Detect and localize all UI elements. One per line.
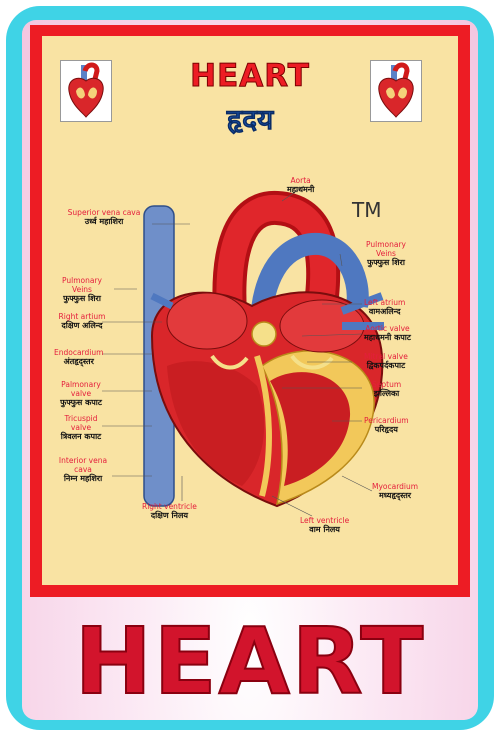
label-pv-left-en: Pulmonary Veins — [62, 276, 102, 294]
label-septum-hi: झल्लिका — [373, 389, 400, 398]
label-aortic-valve-hi: महाधमनी कपाट — [364, 333, 411, 342]
trademark-mark: TM — [352, 198, 382, 222]
heart-thumbnail-icon — [61, 61, 111, 121]
label-pericardium-en: Pericardium — [364, 416, 409, 425]
label-right-atrium-hi: दक्षिण अलिन्द — [61, 321, 103, 330]
label-tricuspid-en: Tricuspid valve — [64, 414, 98, 432]
label-endocardium-en: Endocardium — [54, 348, 104, 357]
label-endocardium-hi: अंतहृद्स्तर — [63, 357, 94, 366]
label-left-ventricle: Left ventricle वाम निलय — [300, 516, 349, 534]
label-right-atrium-en: Right artium — [58, 312, 106, 321]
label-myocardium: Myocardium मध्यहृद्स्तर — [372, 482, 418, 500]
label-pulmonary-valve-en: Palmonary valve — [61, 380, 101, 398]
label-pv-right-hi: फुफ्फुस शिरा — [367, 258, 405, 267]
heart-thumbnail-icon — [371, 61, 421, 121]
title-hindi: हृदय — [226, 103, 274, 137]
label-right-ventricle: Right ventricle दक्षिण निलय — [142, 502, 197, 520]
leader-lines — [102, 185, 373, 517]
label-pv-right-en: Pulmonary Veins — [366, 240, 406, 258]
label-left-atrium: Left atrium वामअलिन्द — [364, 298, 405, 316]
label-left-atrium-en: Left atrium — [364, 298, 406, 307]
chart-panel: HEART हृदय TM — [42, 36, 458, 585]
label-left-ventricle-en: Left ventricle — [300, 516, 350, 525]
label-aorta-en: Aorta — [290, 176, 311, 185]
label-aortic-valve-en: Aortic valve — [365, 324, 410, 333]
label-pericardium-hi: परिहृदय — [374, 425, 398, 434]
label-mitral-valve: Mitral valve द्विकपर्दकपाट — [364, 352, 408, 370]
label-pulmonary-valve: Palmonary valve फुफ्फुस कपाट — [56, 380, 106, 407]
label-right-ventricle-en: Right ventricle — [142, 502, 197, 511]
label-right-ventricle-hi: दक्षिण निलय — [150, 511, 189, 520]
label-pv-left-hi: फुफ्फुस शिरा — [63, 294, 101, 303]
label-aorta: Aorta महाधमनी — [287, 176, 314, 194]
label-svc-en: Superior vena cava — [67, 208, 141, 217]
label-pulmonary-veins-right: Pulmonary Veins फुफ्फुस शिरा — [360, 240, 412, 267]
heart-thumbnail-right — [370, 60, 422, 122]
title-english: HEART — [190, 58, 310, 95]
label-tricuspid-valve: Tricuspid valve त्रिवलन कपाट — [56, 414, 106, 441]
heart-illustration — [143, 191, 384, 508]
label-septum: Septum झल्लिका — [372, 380, 401, 398]
label-mitral-valve-hi: द्विकपर्दकपाट — [366, 361, 406, 370]
label-mitral-valve-en: Mitral valve — [364, 352, 408, 361]
label-svc-hi: उर्ध्व महाशिरा — [84, 217, 124, 226]
label-pulmonary-veins-left: Pulmonary Veins फुफ्फुस शिरा — [56, 276, 108, 303]
label-ivc-hi: निम्न महशिरा — [63, 474, 103, 483]
label-myocardium-en: Myocardium — [372, 482, 419, 491]
label-ivc-en: Interior vena cava — [58, 456, 108, 474]
label-myocardium-hi: मध्यहृद्स्तर — [379, 491, 412, 500]
label-tricuspid-hi: त्रिवलन कपाट — [60, 432, 102, 441]
label-endocardium: Endocardium अंतहृद्स्तर — [54, 348, 103, 366]
label-septum-en: Septum — [372, 380, 402, 389]
label-aortic-valve: Aortic valve महाधमनी कपाट — [364, 324, 411, 342]
label-right-atrium: Right artium दक्षिण अलिन्द — [56, 312, 108, 330]
heart-thumbnail-left — [60, 60, 112, 122]
label-left-ventricle-hi: वाम निलय — [309, 525, 340, 534]
label-left-atrium-hi: वामअलिन्द — [368, 307, 401, 316]
label-inferior-vena-cava: Interior vena cava निम्न महशिरा — [56, 456, 110, 483]
label-pericardium: Pericardium परिहृदय — [364, 416, 409, 434]
bottom-title: HEART — [74, 608, 426, 715]
label-superior-vena-cava: Superior vena cava उर्ध्व महाशिरा — [54, 208, 154, 226]
label-aorta-hi: महाधमनी — [287, 185, 315, 194]
label-pulmonary-valve-hi: फुफ्फुस कपाट — [60, 398, 102, 407]
